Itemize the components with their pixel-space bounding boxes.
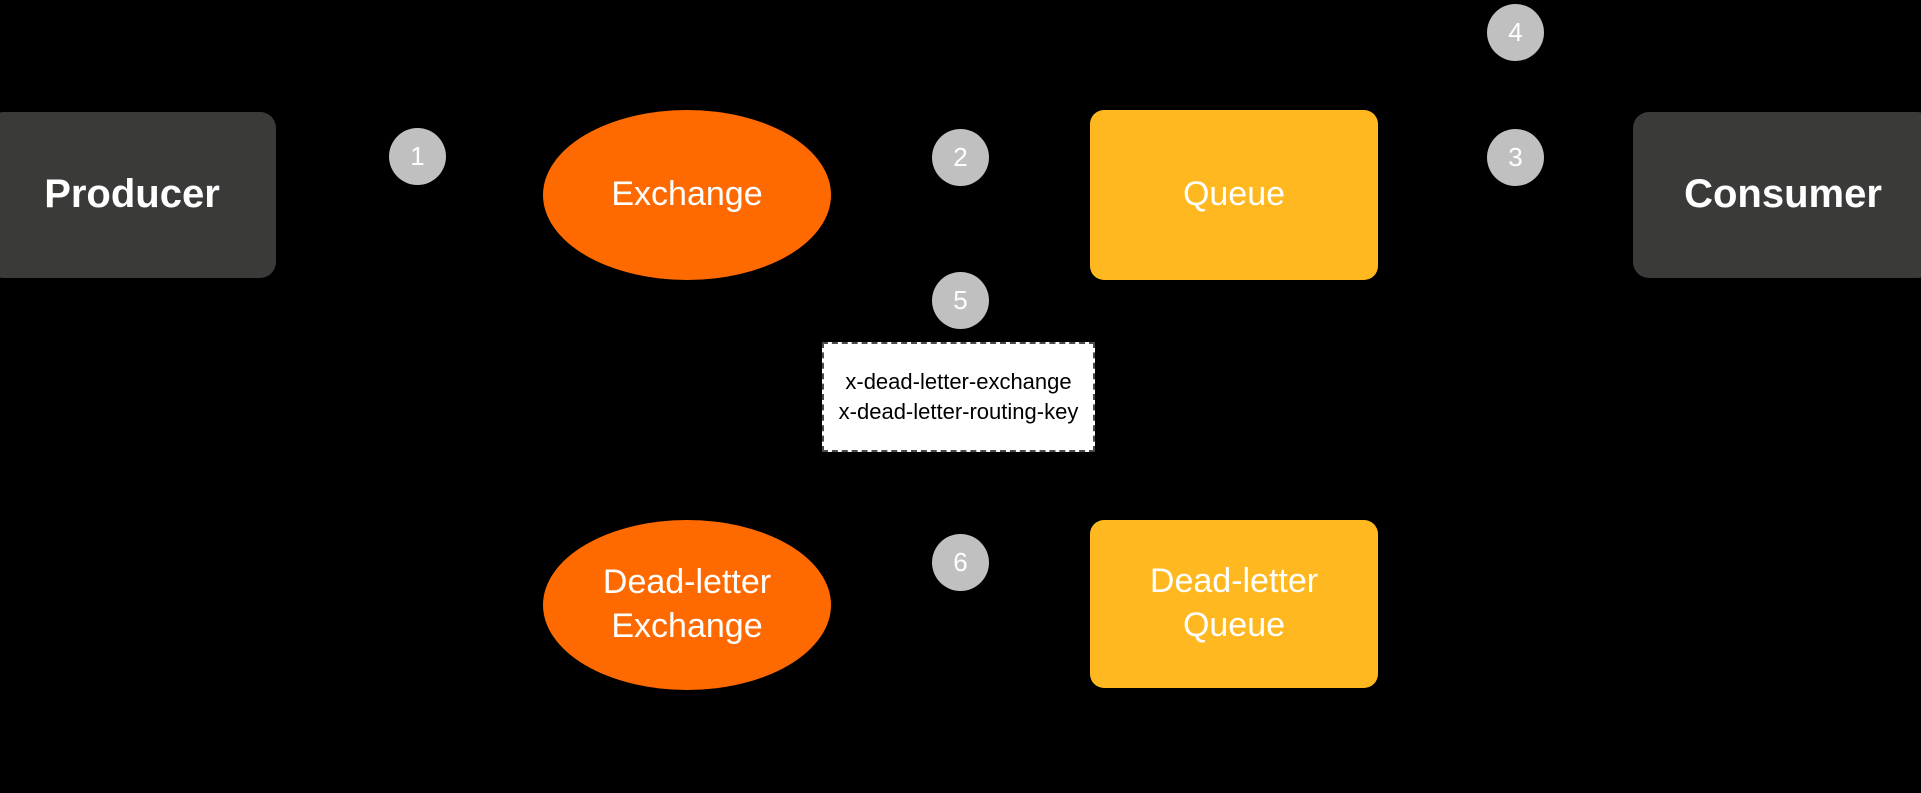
node-dead-letter-queue[interactable]: Dead-letter Queue (1090, 520, 1378, 688)
annotation-dead-letter-args: x-dead-letter-exchange x-dead-letter-rou… (822, 342, 1095, 452)
node-dead-letter-exchange-label-line2: Exchange (611, 607, 763, 645)
step-badge-1-number: 1 (410, 141, 425, 171)
step-badge-4[interactable]: 4 (1487, 4, 1544, 61)
node-consumer[interactable]: Consumer (1633, 112, 1921, 278)
node-dead-letter-queue-label-line1: Dead-letter (1149, 562, 1319, 601)
step-badge-2[interactable]: 2 (932, 129, 989, 186)
step-badge-4-number: 4 (1508, 17, 1523, 47)
node-queue[interactable]: Queue (1090, 110, 1378, 280)
node-producer[interactable]: Producer (0, 112, 276, 278)
node-dead-letter-queue-label-line2: Queue (1182, 606, 1286, 644)
step-badge-2-number: 2 (953, 142, 968, 172)
step-badge-1[interactable]: 1 (389, 128, 446, 185)
step-badge-3[interactable]: 3 (1487, 129, 1544, 186)
node-exchange-label: Exchange (611, 175, 763, 214)
annotation-line-1: x-dead-letter-exchange (845, 368, 1072, 394)
step-badge-5-number: 5 (953, 285, 968, 315)
step-badge-3-number: 3 (1508, 142, 1523, 172)
annotation-line-2: x-dead-letter-routing-key (838, 399, 1079, 424)
node-queue-label: Queue (1182, 175, 1286, 214)
node-consumer-label: Consumer (1684, 172, 1882, 217)
node-dead-letter-exchange[interactable]: Dead-letter Exchange (543, 520, 831, 690)
step-badge-6-number: 6 (953, 547, 968, 577)
node-exchange[interactable]: Exchange (543, 110, 831, 280)
step-badge-6[interactable]: 6 (932, 534, 989, 591)
node-dead-letter-exchange-label-line1: Dead-letter (602, 563, 772, 602)
step-badge-5[interactable]: 5 (932, 272, 989, 329)
node-producer-label: Producer (44, 172, 220, 217)
